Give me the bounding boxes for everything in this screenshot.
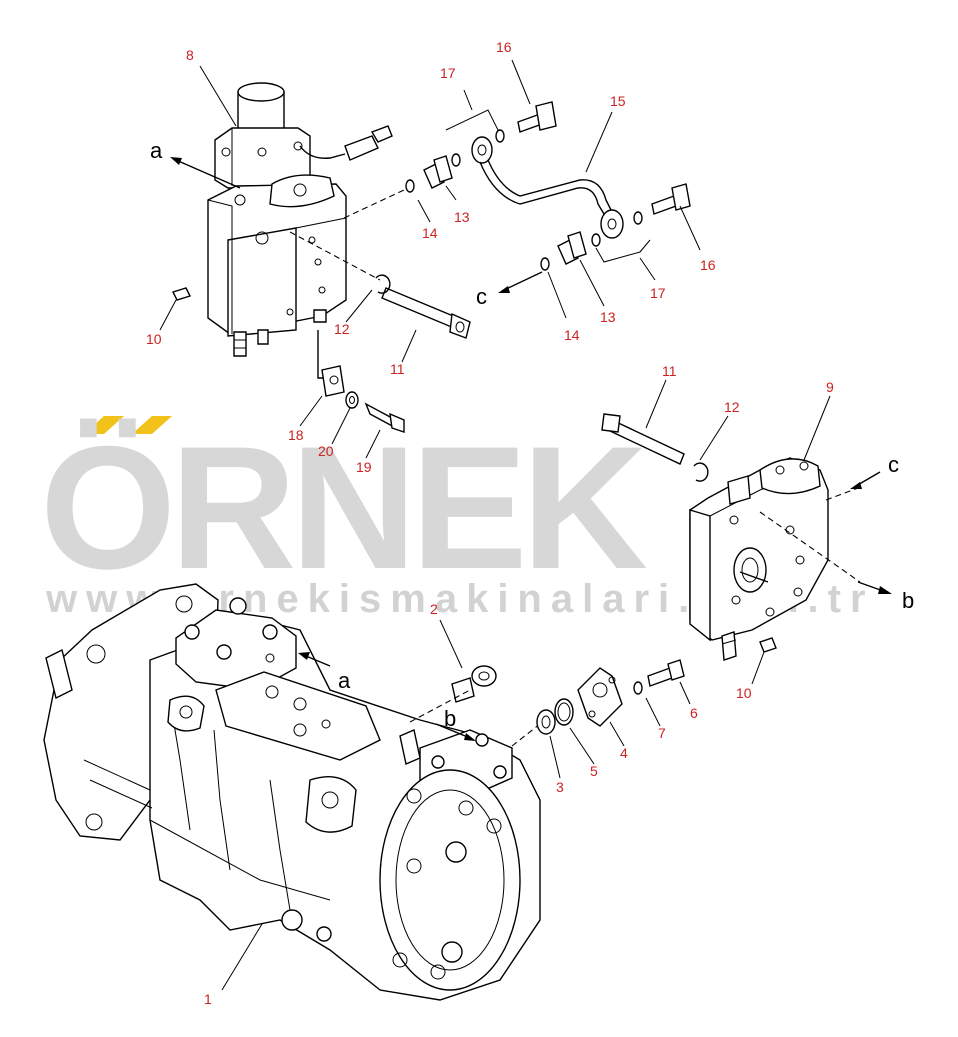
- watermark-accent-mark-left: [84, 416, 124, 434]
- callout-17-lower: 17: [650, 285, 666, 301]
- callout-19: 19: [356, 459, 372, 475]
- callout-12-right: 12: [724, 399, 740, 415]
- callout-labels: 1 2 3 4 5 6 7 8 9 10 10 11 11 12 12 13 1…: [146, 39, 834, 1007]
- callout-7: 7: [658, 725, 666, 741]
- callout-11-right: 11: [662, 363, 677, 379]
- callout-16-lower: 16: [700, 257, 716, 273]
- callout-1: 1: [204, 991, 212, 1007]
- watermark-brand: ÖRNEK: [40, 411, 647, 606]
- callout-5: 5: [590, 763, 598, 779]
- callout-11-left: 11: [390, 361, 405, 377]
- letter-b-bottom: b: [444, 706, 456, 731]
- callout-14-lower: 14: [564, 327, 580, 343]
- servo-valve-assembly: [170, 82, 471, 433]
- callout-9: 9: [826, 379, 834, 395]
- callout-17-upper: 17: [440, 65, 456, 81]
- flange-cover-parts: [536, 659, 691, 779]
- letter-a-bottom: a: [338, 668, 351, 693]
- letter-c-top: c: [476, 284, 487, 309]
- callout-20: 20: [318, 443, 334, 459]
- callout-2: 2: [430, 601, 438, 617]
- callout-8: 8: [186, 47, 194, 63]
- callout-16-upper: 16: [496, 39, 512, 55]
- callout-18: 18: [288, 427, 304, 443]
- callout-13-lower: 13: [600, 309, 616, 325]
- callout-15: 15: [610, 93, 626, 109]
- pipe-assembly: [405, 59, 701, 319]
- callout-12-left: 12: [334, 321, 350, 337]
- callout-3: 3: [556, 779, 564, 795]
- callout-14-upper: 14: [422, 225, 438, 241]
- main-pump: [43, 583, 541, 1001]
- callout-4: 4: [620, 745, 628, 761]
- callout-6: 6: [690, 705, 698, 721]
- regulator-valve-assembly: [601, 379, 892, 685]
- letter-c-right: c: [888, 452, 899, 477]
- callout-13-upper: 13: [454, 209, 470, 225]
- letter-b-right: b: [902, 588, 914, 613]
- callout-10-right: 10: [736, 685, 752, 701]
- leader-lines: [159, 65, 417, 459]
- connection-letters: a a b b c c: [150, 138, 914, 731]
- callout-10-left: 10: [146, 331, 162, 347]
- watermark-accent-mark-right: [132, 416, 172, 434]
- letter-a-top: a: [150, 138, 163, 163]
